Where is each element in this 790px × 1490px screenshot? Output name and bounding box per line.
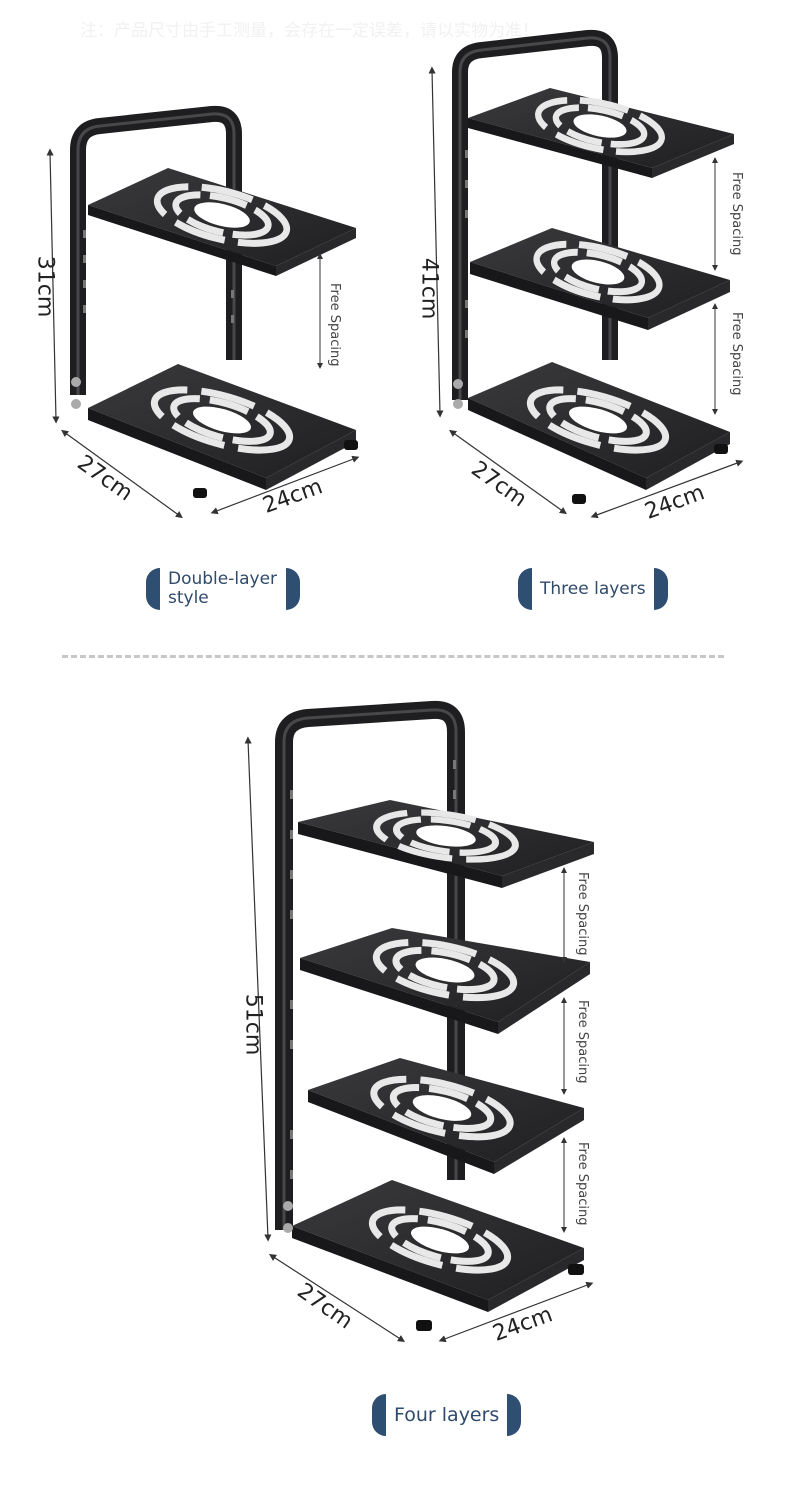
rack-double-layer bbox=[46, 105, 360, 519]
free-spacing-label-four-2: Free Spacing bbox=[575, 1000, 590, 1084]
badge-double-layer: Double-layer style bbox=[146, 568, 300, 610]
free-spacing-label-four-3: Free Spacing bbox=[575, 1142, 590, 1226]
badge-right-cap bbox=[653, 568, 668, 610]
free-spacing-label-three-2: Free Spacing bbox=[729, 312, 744, 396]
badge-left-cap bbox=[518, 568, 532, 610]
badge-left-cap bbox=[146, 568, 160, 610]
badge-three-layers: Three layers bbox=[518, 568, 668, 610]
free-spacing-label-three-1: Free Spacing bbox=[729, 172, 744, 256]
free-spacing-label-four-1: Free Spacing bbox=[575, 872, 590, 956]
rack-four-layers bbox=[244, 700, 594, 1343]
badge-left-cap bbox=[372, 1394, 386, 1436]
height-label-double: 31cm bbox=[32, 255, 58, 318]
badge-label: Four layers bbox=[394, 1403, 500, 1426]
badge-right-cap bbox=[286, 568, 300, 610]
free-spacing-label-double-1: Free Spacing bbox=[327, 283, 342, 367]
badge-four-layers: Four layers bbox=[372, 1394, 522, 1436]
height-label-four: 51cm bbox=[240, 993, 266, 1056]
measurement-disclaimer: 注：产品尺寸由手工测量，会存在一定误差，请以实物为准！ bbox=[80, 21, 539, 40]
height-label-three: 41cm bbox=[416, 257, 442, 320]
rack-three-layers bbox=[428, 29, 744, 519]
badge-right-cap bbox=[507, 1394, 522, 1436]
badge-label: Double-layer style bbox=[168, 569, 278, 608]
section-divider bbox=[62, 655, 724, 658]
badge-label: Three layers bbox=[540, 578, 646, 599]
